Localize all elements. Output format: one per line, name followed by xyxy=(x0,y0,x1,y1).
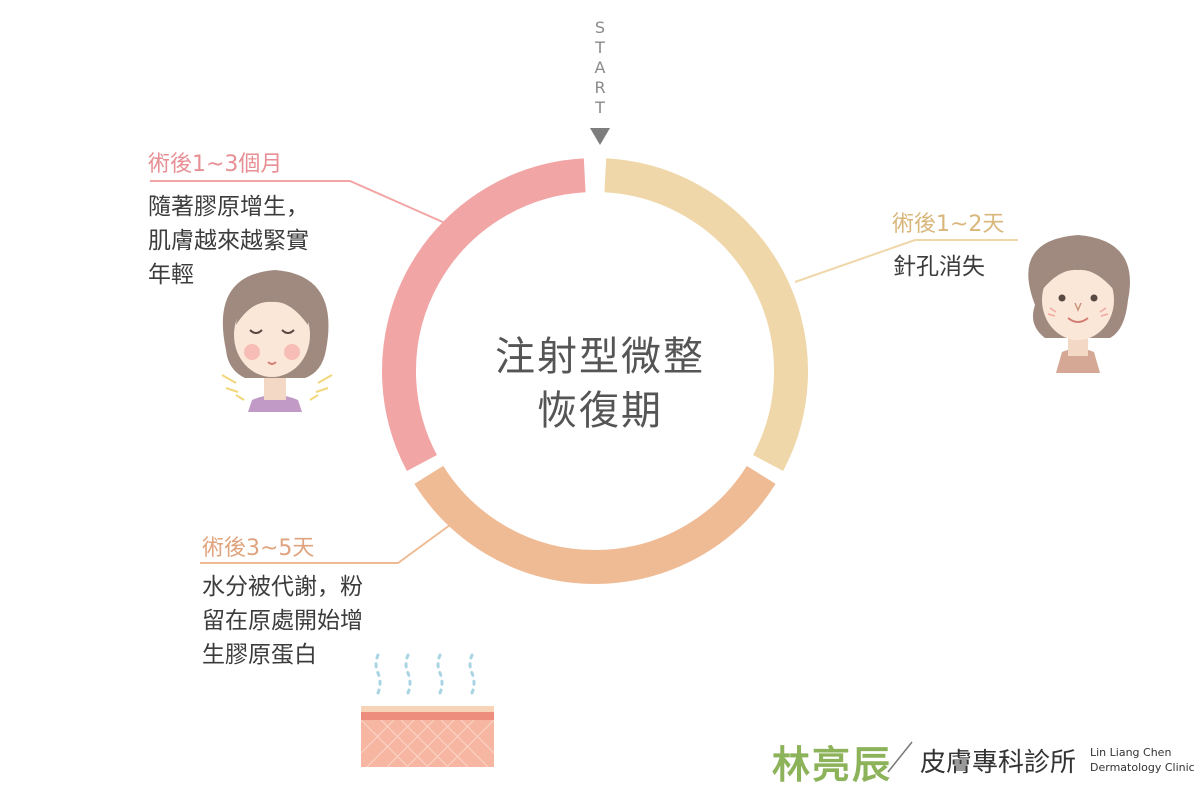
center-title-line2: 恢復期 xyxy=(537,388,663,434)
start-letter: T xyxy=(595,38,605,57)
stage-title-1-3-months: 術後1~3個月 xyxy=(148,152,283,177)
brand-name-en: Lin Liang Chen Dermatology Clinic xyxy=(1090,745,1195,775)
start-letter: A xyxy=(594,58,606,77)
stage-desc-3-5-days: 水分被代謝，粉 留在原處開始增 生膠原蛋白 xyxy=(202,570,412,672)
desc-line: 生膠原蛋白 xyxy=(202,642,317,668)
calm-face-icon xyxy=(221,270,333,412)
brand-name-cn: 林亮辰 xyxy=(772,743,893,787)
start-letter: T xyxy=(595,98,605,117)
brand-en-line2: Dermatology Clinic xyxy=(1090,761,1195,774)
start-letter: R xyxy=(594,78,606,97)
desc-line: 年輕 xyxy=(148,262,194,288)
brand-divider xyxy=(887,741,913,773)
desc-line: 肌膚越來越緊實 xyxy=(148,228,309,254)
brand-clinic-cn: 皮膚專科診所 xyxy=(920,748,1077,778)
ring-segment-1-3-months xyxy=(382,158,586,471)
leader-line-3-5-days xyxy=(200,524,451,564)
stage-title-3-5-days: 術後3~5天 xyxy=(202,536,315,561)
desc-line: 水分被代謝，粉 xyxy=(202,574,363,600)
start-arrow-icon xyxy=(590,128,610,145)
center-title: 注射型微整 恢復期 xyxy=(470,330,730,438)
desc-line: 留在原處開始增 xyxy=(202,608,363,634)
leader-line-1-3-months xyxy=(150,180,446,224)
desc-line: 隨著膠原增生， xyxy=(148,194,309,220)
stage-title-1-2-days: 術後1~2天 xyxy=(892,212,1005,237)
brand-en-line1: Lin Liang Chen xyxy=(1090,746,1172,759)
start-letter: S xyxy=(594,18,606,37)
happy-face-icon xyxy=(1028,235,1130,373)
desc-line: 針孔消失 xyxy=(893,254,985,280)
leader-line-1-2-days xyxy=(794,239,1018,283)
ring-segment-3-5-days xyxy=(414,465,776,584)
center-title-line1: 注射型微整 xyxy=(495,334,705,380)
ring-segment-1-2-days xyxy=(604,158,808,471)
stage-desc-1-3-months: 隨著膠原增生， 肌膚越來越緊實 年輕 xyxy=(148,190,358,292)
skin-layer-icon xyxy=(360,653,495,768)
stage-desc-1-2-days: 針孔消失 xyxy=(893,250,1043,284)
